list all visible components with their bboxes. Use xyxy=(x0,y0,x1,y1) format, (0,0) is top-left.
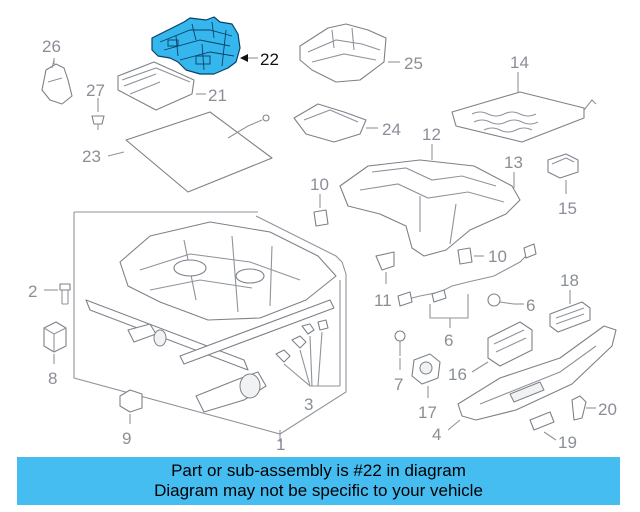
part-17-knob[interactable] xyxy=(411,353,441,385)
callout-7[interactable]: 10 xyxy=(488,247,507,266)
notice-banner: Part or sub-assembly is #22 in diagram D… xyxy=(17,457,620,505)
leader-23 xyxy=(107,151,125,157)
callout-14[interactable]: 14 xyxy=(510,53,529,72)
callout-10[interactable]: 10 xyxy=(310,175,329,194)
callout-12[interactable]: 12 xyxy=(422,125,441,144)
part-21-mat[interactable] xyxy=(117,61,195,111)
callout-21[interactable]: 21 xyxy=(208,86,227,105)
callout-9[interactable]: 9 xyxy=(122,429,131,448)
part-6-screw-lower[interactable] xyxy=(394,330,406,356)
callout-3[interactable]: 3 xyxy=(304,395,313,414)
part-24-sensor[interactable] xyxy=(293,103,367,143)
part-3-fasteners[interactable] xyxy=(275,319,329,363)
part-15-connector[interactable] xyxy=(547,153,579,179)
callout-1[interactable]: 1 xyxy=(276,435,285,454)
part-22-control-unit[interactable] xyxy=(151,16,241,75)
part-11-clip[interactable] xyxy=(375,251,395,271)
callout-19[interactable]: 19 xyxy=(558,433,577,452)
part-2-bolt[interactable] xyxy=(59,283,71,305)
callout-11[interactable]: 11 xyxy=(374,291,392,310)
part-motor xyxy=(127,323,267,413)
notice-line-2: Diagram may not be specific to your vehi… xyxy=(154,481,483,500)
arrow-22 xyxy=(240,54,248,62)
callout-17[interactable]: 17 xyxy=(418,403,437,422)
part-16-switch-module[interactable] xyxy=(487,321,533,367)
part-23-heater-pad[interactable] xyxy=(125,111,273,193)
part-27-screw[interactable] xyxy=(91,115,105,130)
part-26-bracket[interactable] xyxy=(41,59,73,105)
leader-5 xyxy=(429,294,469,328)
callout-24[interactable]: 24 xyxy=(382,120,401,139)
callout-13[interactable]: 13 xyxy=(504,153,523,172)
part-19-knob[interactable] xyxy=(529,411,555,431)
part-7-connector[interactable] xyxy=(457,247,473,265)
callout-8[interactable]: 8 xyxy=(48,369,57,388)
callout-2[interactable]: 2 xyxy=(28,282,37,301)
part-1-seat-frame[interactable] xyxy=(73,211,347,435)
part-14-heater-mat[interactable] xyxy=(451,91,597,143)
seat-parts-diagram: 22 25 26 27 21 23 24 xyxy=(28,16,617,454)
callout-6-upper[interactable]: 6 xyxy=(526,296,535,315)
callout-5[interactable]: 6 xyxy=(444,331,453,350)
leader-16 xyxy=(471,361,489,373)
part-25-module[interactable] xyxy=(299,23,387,83)
callout-22[interactable]: 22 xyxy=(260,50,279,69)
callout-23[interactable]: 23 xyxy=(82,147,101,166)
callout-6-lower[interactable]: 7 xyxy=(394,375,403,394)
part-18-switch[interactable] xyxy=(549,301,591,333)
part-20-switch[interactable] xyxy=(571,395,587,421)
part-9-cap[interactable] xyxy=(119,389,143,413)
callout-25[interactable]: 25 xyxy=(404,54,423,73)
leader-19 xyxy=(543,431,557,441)
callout-4[interactable]: 4 xyxy=(432,425,441,444)
callout-26[interactable]: 26 xyxy=(42,37,61,56)
part-8-block[interactable] xyxy=(43,321,67,353)
notice-line-1: Part or sub-assembly is #22 in diagram xyxy=(171,461,466,480)
callout-16[interactable]: 16 xyxy=(448,365,467,384)
callout-18[interactable]: 18 xyxy=(560,271,579,290)
leader-3 xyxy=(283,280,341,387)
callout-27[interactable]: 27 xyxy=(86,81,105,100)
part-6-screw-upper[interactable] xyxy=(487,293,515,307)
part-12-seat-cushion[interactable] xyxy=(339,159,521,257)
part-4-side-trim[interactable] xyxy=(457,325,617,421)
callout-15[interactable]: 15 xyxy=(558,199,577,218)
callout-20[interactable]: 20 xyxy=(598,400,617,419)
part-5-harness[interactable] xyxy=(397,243,537,307)
part-10-clip[interactable] xyxy=(313,209,329,227)
leader-4 xyxy=(447,419,461,431)
